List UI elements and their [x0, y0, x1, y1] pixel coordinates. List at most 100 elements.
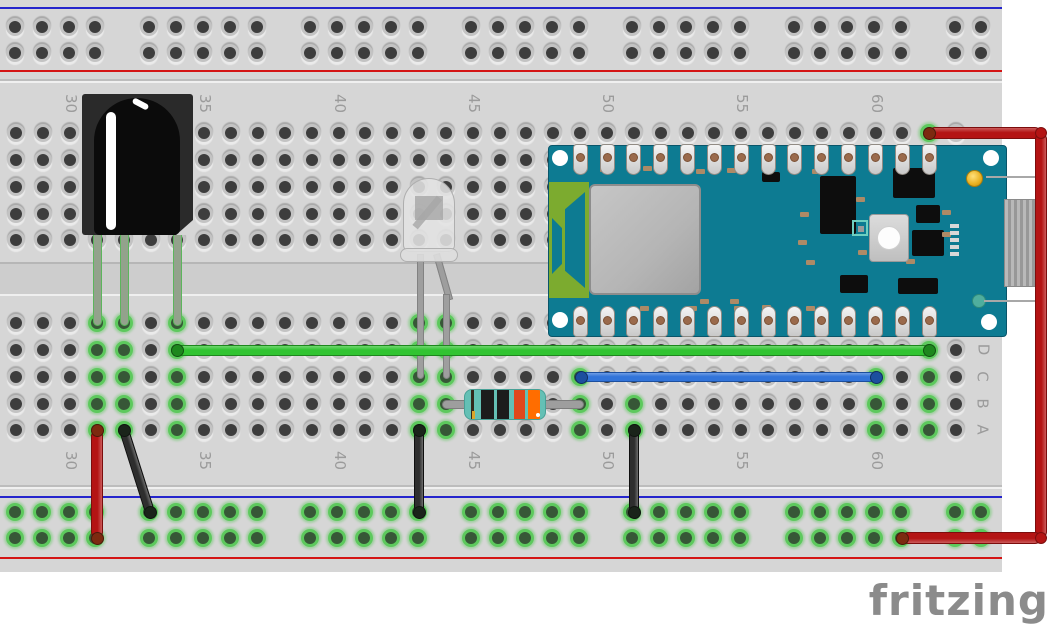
breadboard-hole[interactable]	[680, 21, 693, 33]
breadboard-hole[interactable]	[305, 127, 318, 139]
breadboard-hole[interactable]	[948, 47, 961, 59]
breadboard-hole-connected[interactable]	[357, 506, 370, 518]
black-right-ground-wire-end[interactable]	[627, 423, 641, 437]
breadboard-hole[interactable]	[519, 47, 531, 59]
breadboard-hole[interactable]	[493, 424, 506, 436]
red-left-power-wire-end[interactable]	[90, 531, 104, 545]
breadboard-hole[interactable]	[37, 424, 50, 436]
breadboard-hole-connected[interactable]	[90, 398, 103, 410]
breadboard-hole-connected[interactable]	[869, 424, 882, 436]
breadboard-hole-connected[interactable]	[384, 532, 397, 544]
breadboard-hole[interactable]	[708, 424, 721, 436]
breadboard-hole[interactable]	[169, 47, 182, 59]
breadboard-hole[interactable]	[545, 21, 558, 33]
breadboard-hole[interactable]	[278, 317, 291, 329]
breadboard-hole-connected[interactable]	[117, 371, 130, 383]
breadboard-hole[interactable]	[278, 181, 291, 193]
blue-signal-wire-end[interactable]	[574, 370, 588, 384]
breadboard-hole-connected[interactable]	[869, 398, 882, 410]
breadboard-hole[interactable]	[144, 317, 157, 329]
breadboard-hole[interactable]	[386, 398, 399, 410]
breadboard-hole-connected[interactable]	[196, 532, 209, 544]
breadboard-hole[interactable]	[10, 234, 23, 246]
breadboard-hole-connected[interactable]	[304, 506, 317, 518]
breadboard-hole[interactable]	[305, 234, 318, 246]
breadboard-hole-connected[interactable]	[706, 506, 719, 518]
black-mid-ground-wire-end[interactable]	[412, 505, 426, 519]
black-right-ground-wire-segment[interactable]	[629, 430, 639, 512]
breadboard-hole[interactable]	[547, 127, 560, 139]
breadboard-hole[interactable]	[520, 127, 533, 139]
breadboard-hole[interactable]	[225, 398, 238, 410]
breadboard-hole[interactable]	[223, 47, 236, 59]
breadboard-hole[interactable]	[465, 47, 478, 59]
breadboard-hole[interactable]	[10, 424, 23, 436]
breadboard-hole[interactable]	[225, 181, 238, 193]
breadboard-hole[interactable]	[64, 424, 76, 436]
breadboard-hole[interactable]	[601, 424, 613, 436]
breadboard-hole[interactable]	[627, 127, 640, 139]
breadboard-hole[interactable]	[384, 47, 397, 59]
breadboard-hole-connected[interactable]	[519, 532, 531, 544]
breadboard-hole[interactable]	[359, 234, 372, 246]
breadboard-hole[interactable]	[493, 208, 506, 220]
breadboard-hole[interactable]	[894, 47, 907, 59]
breadboard-hole-connected[interactable]	[572, 506, 585, 518]
breadboard-hole[interactable]	[198, 127, 211, 139]
green-signal-wire-end[interactable]	[922, 343, 936, 357]
breadboard-hole[interactable]	[37, 398, 50, 410]
breadboard-hole[interactable]	[143, 21, 156, 33]
breadboard-hole[interactable]	[733, 21, 746, 33]
breadboard-hole[interactable]	[520, 371, 533, 383]
breadboard-hole[interactable]	[466, 208, 479, 220]
breadboard-hole[interactable]	[64, 208, 76, 220]
breadboard-hole-connected[interactable]	[439, 424, 452, 436]
breadboard-hole[interactable]	[653, 47, 666, 59]
breadboard-hole[interactable]	[225, 424, 238, 436]
breadboard-hole[interactable]	[35, 47, 48, 59]
breadboard-hole[interactable]	[196, 47, 209, 59]
breadboard-hole[interactable]	[89, 21, 102, 33]
breadboard-hole[interactable]	[466, 181, 479, 193]
breadboard-hole-connected[interactable]	[250, 532, 263, 544]
breadboard-hole-connected[interactable]	[841, 506, 854, 518]
breadboard-hole-connected[interactable]	[680, 506, 693, 518]
breadboard-hole[interactable]	[359, 371, 372, 383]
breadboard-hole-connected[interactable]	[574, 424, 587, 436]
breadboard-hole[interactable]	[950, 424, 963, 436]
breadboard-hole[interactable]	[251, 208, 264, 220]
breadboard-hole[interactable]	[492, 21, 505, 33]
breadboard-hole[interactable]	[10, 398, 23, 410]
breadboard-hole[interactable]	[842, 127, 855, 139]
breadboard-hole[interactable]	[144, 344, 157, 356]
breadboard-hole[interactable]	[359, 424, 372, 436]
breadboard-hole-connected[interactable]	[841, 532, 854, 544]
breadboard-hole[interactable]	[386, 154, 399, 166]
breadboard-hole[interactable]	[359, 154, 372, 166]
red-right-power-wire-segment[interactable]	[929, 127, 1041, 139]
breadboard-hole[interactable]	[975, 47, 988, 59]
breadboard-hole[interactable]	[868, 47, 881, 59]
breadboard-hole[interactable]	[411, 47, 424, 59]
breadboard-hole[interactable]	[251, 234, 264, 246]
breadboard-hole[interactable]	[359, 181, 372, 193]
breadboard-hole-connected[interactable]	[62, 532, 75, 544]
breadboard-hole[interactable]	[198, 371, 211, 383]
breadboard-hole-connected[interactable]	[413, 398, 426, 410]
breadboard-hole-connected[interactable]	[814, 506, 827, 518]
black-mid-ground-wire-segment[interactable]	[414, 430, 424, 512]
breadboard-hole[interactable]	[706, 47, 719, 59]
breadboard-hole[interactable]	[10, 371, 23, 383]
breadboard-hole-connected[interactable]	[357, 532, 370, 544]
breadboard-hole[interactable]	[762, 424, 775, 436]
breadboard-hole[interactable]	[386, 317, 399, 329]
breadboard-hole[interactable]	[572, 21, 585, 33]
breadboard-hole[interactable]	[762, 127, 775, 139]
breadboard-hole[interactable]	[815, 424, 828, 436]
breadboard-hole-connected[interactable]	[35, 532, 48, 544]
breadboard-hole-connected[interactable]	[171, 424, 184, 436]
breadboard-hole[interactable]	[654, 424, 667, 436]
breadboard-hole[interactable]	[466, 127, 479, 139]
breadboard-hole[interactable]	[466, 154, 479, 166]
breadboard-hole[interactable]	[225, 154, 238, 166]
